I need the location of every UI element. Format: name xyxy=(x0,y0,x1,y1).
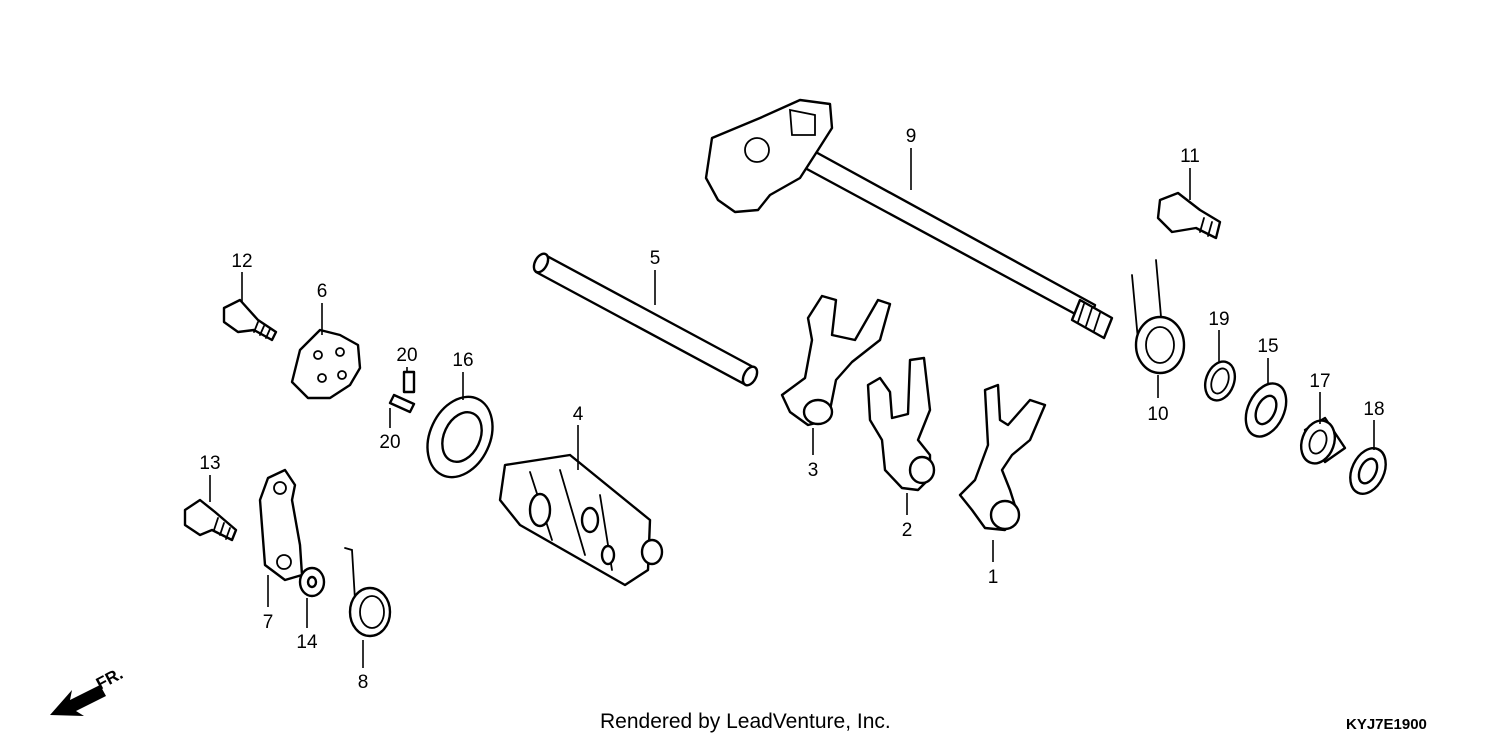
front-direction-arrow: FR. xyxy=(50,664,126,716)
callout-1[interactable]: 1 xyxy=(988,567,999,588)
callout-12[interactable]: 12 xyxy=(231,251,252,272)
shift-drum[interactable] xyxy=(498,453,664,587)
stopper-arm[interactable] xyxy=(258,468,304,582)
callout-4[interactable]: 4 xyxy=(573,404,584,425)
callout-8[interactable]: 8 xyxy=(358,672,369,693)
gearshift-spindle[interactable] xyxy=(704,98,1114,340)
callout-5[interactable]: 5 xyxy=(650,248,661,269)
shift-fork-3[interactable] xyxy=(780,294,892,427)
callout-11[interactable]: 11 xyxy=(1180,146,1200,167)
callout-20-top[interactable]: 20 xyxy=(396,345,417,366)
callout-20-bottom[interactable]: 20 xyxy=(379,432,400,453)
needle-bearing-17[interactable] xyxy=(1295,416,1347,468)
callout-15[interactable]: 15 xyxy=(1257,336,1278,357)
callout-14[interactable]: 14 xyxy=(296,632,318,653)
oil-seal-18[interactable] xyxy=(1343,442,1392,499)
bolt-11[interactable] xyxy=(1156,191,1222,240)
bolt-13[interactable] xyxy=(183,498,238,542)
snap-ring-19[interactable] xyxy=(1200,357,1240,404)
callout-2[interactable]: 2 xyxy=(902,520,913,541)
callout-10[interactable]: 10 xyxy=(1147,404,1168,425)
shift-fork-2[interactable] xyxy=(866,356,936,492)
dowel-pins-20[interactable] xyxy=(388,370,416,414)
washer-14[interactable] xyxy=(298,566,326,598)
callout-19[interactable]: 19 xyxy=(1208,309,1229,330)
callout-7[interactable]: 7 xyxy=(263,612,274,633)
washer-15[interactable] xyxy=(1238,377,1294,443)
diagram-code: KYJ7E1900 xyxy=(1346,716,1427,733)
star-cam[interactable] xyxy=(290,328,362,400)
spindle-spring[interactable] xyxy=(1131,259,1186,375)
fork-shaft[interactable] xyxy=(531,251,760,387)
bearing-16[interactable] xyxy=(415,386,505,487)
leader-lines xyxy=(209,148,1375,668)
callout-16[interactable]: 16 xyxy=(452,350,473,371)
bolt-12[interactable] xyxy=(222,298,278,342)
callout-9[interactable]: 9 xyxy=(906,126,917,147)
credit-text: Rendered by LeadVenture, Inc. xyxy=(600,710,891,733)
callout-3[interactable]: 3 xyxy=(808,460,819,481)
callout-18[interactable]: 18 xyxy=(1363,399,1384,420)
callout-13[interactable]: 13 xyxy=(199,453,220,474)
shift-fork-1[interactable] xyxy=(958,383,1047,532)
callout-6[interactable]: 6 xyxy=(317,281,328,302)
callout-17[interactable]: 17 xyxy=(1309,371,1330,392)
stopper-spring[interactable] xyxy=(344,547,392,638)
